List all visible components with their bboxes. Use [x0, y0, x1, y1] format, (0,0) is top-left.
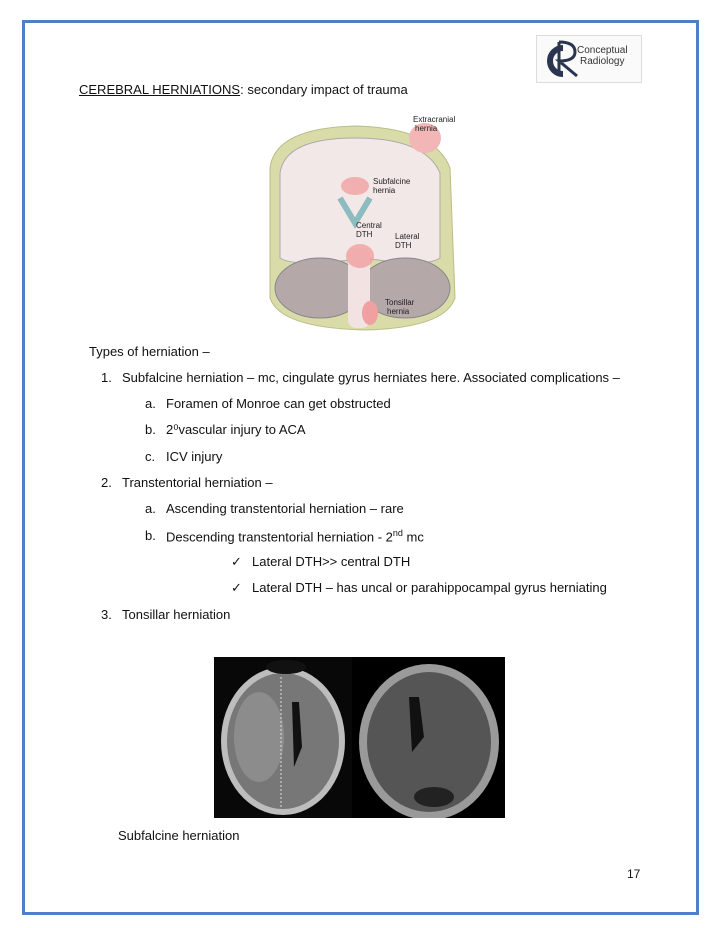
- section-heading: Types of herniation –: [89, 344, 210, 359]
- label-lateral-2: DTH: [395, 241, 412, 250]
- superscript: nd: [392, 528, 403, 538]
- check-item: Lateral DTH>> central DTH: [252, 554, 411, 569]
- page-frame: [22, 20, 699, 915]
- sub-letter: b.: [145, 422, 156, 437]
- title-main: CEREBRAL HERNIATIONS: [79, 82, 241, 97]
- label-central-1: Central: [356, 221, 382, 230]
- sub-letter: a.: [145, 501, 156, 516]
- check-item: Lateral DTH – has uncal or parahippocamp…: [252, 580, 607, 595]
- sub-item: ICV injury: [166, 449, 223, 464]
- list-number: 2.: [101, 475, 112, 490]
- label-tonsillar-1: Tonsillar: [385, 298, 415, 307]
- label-central-2: DTH: [356, 230, 373, 239]
- label-extracranial-2: hernia: [415, 124, 438, 133]
- sub-item: Foramen of Monroe can get obstructed: [166, 396, 391, 411]
- sub-letter: a.: [145, 396, 156, 411]
- sub-item-text: Descending transtentorial herniation - 2: [166, 529, 393, 545]
- label-lateral-1: Lateral: [395, 232, 420, 241]
- cr-logo-icon: [547, 40, 578, 78]
- label-tonsillar-2: hernia: [387, 307, 410, 316]
- ct-images: [214, 657, 505, 820]
- image-caption: Subfalcine herniation: [118, 828, 240, 843]
- title-rest: : secondary impact of trauma: [240, 82, 408, 97]
- sub-item: Ascending transtentorial herniation – ra…: [166, 501, 404, 516]
- ct-scan-images: [214, 657, 499, 820]
- sub-letter: b.: [145, 528, 156, 543]
- label-extracranial-1: Extracranial: [413, 115, 455, 124]
- logo-line-1: Conceptual: [577, 45, 628, 56]
- list-item: Tonsillar herniation: [122, 607, 231, 622]
- page-title: CEREBRAL HERNIATIONS: secondary impact o…: [79, 82, 408, 97]
- sub-item-text-after: mc: [402, 529, 424, 545]
- checkmark-icon: ✓: [231, 554, 242, 569]
- sub-item: 2⁰vascular injury to ACA: [166, 422, 306, 437]
- list-number: 1.: [101, 370, 112, 385]
- sub-item: Descending transtentorial herniation - 2…: [166, 528, 424, 544]
- checkmark-icon: ✓: [231, 580, 242, 595]
- sub-letter: c.: [145, 449, 156, 464]
- label-subfalcine-2: hernia: [373, 186, 396, 195]
- label-subfalcine-1: Subfalcine: [373, 177, 411, 186]
- logo-line-2: Radiology: [580, 56, 625, 67]
- list-item: Subfalcine herniation – mc, cingulate gy…: [122, 370, 620, 385]
- herniation-diagram: Extracranial hernia Subfalcine hernia Ce…: [269, 115, 456, 331]
- list-number: 3.: [101, 607, 112, 622]
- list-item: Transtentorial herniation –: [122, 475, 273, 490]
- page-number: 17: [627, 867, 641, 881]
